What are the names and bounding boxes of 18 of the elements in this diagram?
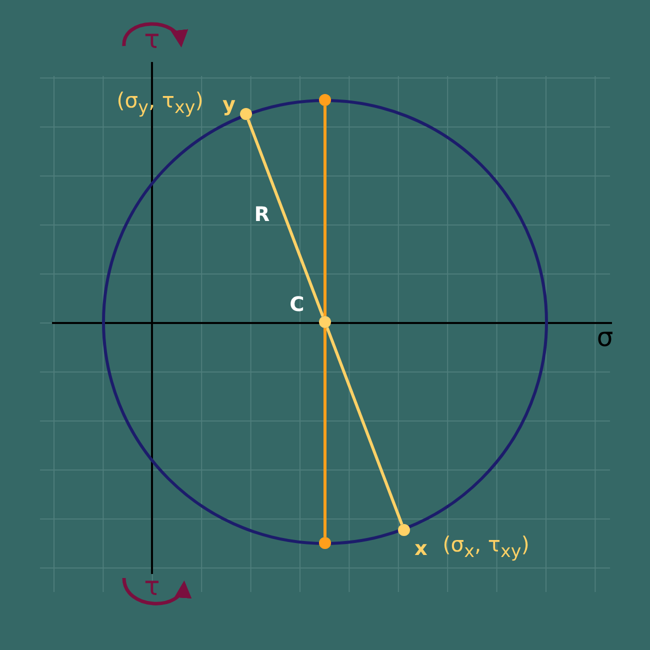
- axis-label: τ: [144, 27, 160, 53]
- point-marker: [398, 524, 410, 536]
- axis-label: σ: [596, 325, 614, 351]
- point-marker: [319, 316, 331, 328]
- point-marker: [319, 537, 331, 549]
- line-segment: [324, 328, 326, 537]
- point-label: C: [290, 294, 304, 314]
- stress-coordinates: (σ$_{x}$, τ$_{xy}$): [442, 534, 530, 562]
- point-label: x: [414, 538, 428, 558]
- point-marker: [319, 94, 331, 106]
- axis-label: τ: [144, 574, 160, 600]
- edge-label: R: [254, 204, 270, 224]
- point-label: y: [222, 94, 236, 114]
- point-marker: [240, 108, 252, 120]
- stress-coordinates: (σ$_{y}$, τ$_{xy}$): [116, 90, 204, 118]
- line-segment: [324, 106, 326, 316]
- line-segment: [326, 327, 404, 525]
- line-segment: [246, 119, 324, 317]
